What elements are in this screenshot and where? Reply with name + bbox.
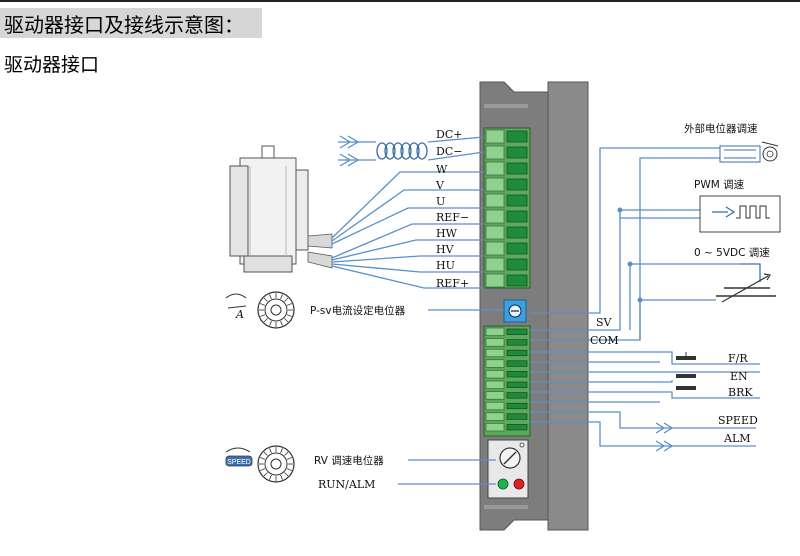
label-brk: BRK bbox=[728, 386, 753, 399]
terminal-screw[interactable] bbox=[506, 258, 528, 271]
terminal-screw[interactable] bbox=[506, 424, 528, 431]
right-bus bbox=[530, 147, 740, 341]
terminal-block-power bbox=[483, 127, 531, 289]
terminal-wire-entry bbox=[485, 338, 505, 347]
terminal-screw[interactable] bbox=[506, 194, 528, 207]
label-hw: HW bbox=[436, 227, 458, 240]
page-title: 驱动器接口及接线示意图： bbox=[4, 13, 244, 37]
switch-en[interactable] bbox=[530, 371, 760, 383]
dc-input bbox=[338, 135, 485, 167]
current-arrow-mark: A bbox=[235, 308, 244, 321]
terminal-wire-entry bbox=[485, 327, 505, 336]
section-title: 驱动器接口 bbox=[4, 54, 100, 76]
terminal-screw[interactable] bbox=[506, 402, 528, 410]
label-alm: ALM bbox=[723, 432, 751, 445]
terminal-wire-entry bbox=[485, 193, 505, 208]
terminal-wire-entry bbox=[485, 359, 505, 368]
top-rule bbox=[0, 0, 800, 2]
run-alm-label: RUN/ALM bbox=[318, 478, 375, 491]
ext-pot-label: 外部电位器调速 bbox=[684, 122, 758, 135]
label-w: W bbox=[436, 163, 448, 176]
rv-label: RV 调速电位器 bbox=[314, 454, 384, 467]
vdc-label: 0 ~ 5VDC 调速 bbox=[694, 247, 770, 259]
switch-fr[interactable] bbox=[530, 351, 760, 365]
label-speed: SPEED bbox=[718, 414, 758, 427]
terminal-screw[interactable] bbox=[506, 210, 528, 223]
terminal-wire-entry bbox=[485, 273, 505, 288]
label-ref-plus: REF+ bbox=[436, 277, 469, 290]
vdc-source-icon bbox=[716, 263, 776, 303]
terminal-screw[interactable] bbox=[506, 274, 528, 287]
terminal-screw[interactable] bbox=[506, 381, 528, 388]
terminal-screw[interactable] bbox=[506, 349, 528, 357]
label-sv: SV bbox=[596, 316, 613, 329]
run-led-icon bbox=[497, 478, 509, 490]
terminal-screw[interactable] bbox=[506, 371, 528, 378]
terminal-block-control bbox=[483, 325, 531, 437]
terminal-wire-entry bbox=[485, 370, 505, 379]
terminal-screw[interactable] bbox=[506, 130, 528, 143]
psv-potentiometer[interactable] bbox=[503, 299, 527, 323]
rv-knob-icon: SPEED bbox=[225, 445, 295, 483]
psv-label: P-sv电流设定电位器 bbox=[310, 304, 406, 317]
terminal-screw[interactable] bbox=[506, 413, 528, 420]
speed-arrow-mark: SPEED bbox=[227, 459, 251, 466]
terminal-screw[interactable] bbox=[506, 339, 528, 346]
terminal-screw[interactable] bbox=[506, 178, 528, 191]
label-dc-plus: DC+ bbox=[436, 128, 462, 141]
heading-band bbox=[0, 8, 262, 38]
motor-wires bbox=[331, 171, 484, 289]
label-en: EN bbox=[730, 370, 748, 383]
terminal-screw[interactable] bbox=[506, 226, 528, 239]
terminal-wire-entry bbox=[485, 348, 505, 358]
pwm-source-icon bbox=[699, 195, 781, 233]
rv-panel bbox=[487, 439, 529, 499]
terminal-wire-entry bbox=[485, 225, 505, 240]
terminal-wire-entry bbox=[485, 177, 505, 192]
alm-output bbox=[530, 421, 756, 452]
switch-brk[interactable] bbox=[530, 386, 760, 403]
label-hu: HU bbox=[436, 259, 455, 272]
pwm-label: PWM 调速 bbox=[694, 179, 745, 191]
terminal-wire-entry bbox=[485, 241, 505, 256]
label-ref-minus: REF− bbox=[436, 211, 469, 224]
ext-pot-icon bbox=[719, 141, 779, 163]
label-v: V bbox=[435, 179, 445, 192]
terminal-wire-entry bbox=[485, 423, 505, 432]
terminal-screw[interactable] bbox=[506, 328, 528, 335]
motor-icon bbox=[229, 145, 333, 273]
label-u: U bbox=[436, 195, 445, 208]
terminal-screw[interactable] bbox=[506, 360, 528, 367]
terminal-wire-entry bbox=[485, 257, 505, 272]
terminal-screw[interactable] bbox=[506, 162, 528, 175]
terminal-wire-entry bbox=[485, 209, 505, 224]
terminal-wire-entry bbox=[485, 380, 505, 389]
terminal-wire-entry bbox=[485, 161, 505, 176]
left-terminal-labels: DC+ DC− W V U REF− HW HV HU REF+ bbox=[435, 128, 469, 290]
terminal-wire-entry bbox=[485, 401, 505, 411]
terminal-screw[interactable] bbox=[506, 242, 528, 255]
terminal-screw[interactable] bbox=[506, 392, 528, 399]
label-hv: HV bbox=[436, 243, 455, 256]
label-com: COM bbox=[590, 334, 619, 347]
terminal-wire-entry bbox=[485, 412, 505, 421]
terminal-wire-entry bbox=[485, 145, 505, 160]
label-fr: F/R bbox=[728, 352, 748, 365]
terminal-wire-entry bbox=[485, 129, 505, 144]
terminal-wire-entry bbox=[485, 391, 505, 400]
alm-led-icon bbox=[513, 478, 525, 490]
psv-knob-icon: A bbox=[225, 291, 295, 329]
terminal-screw[interactable] bbox=[506, 146, 528, 159]
speed-output bbox=[530, 411, 756, 434]
label-dc-minus: DC− bbox=[436, 145, 462, 158]
